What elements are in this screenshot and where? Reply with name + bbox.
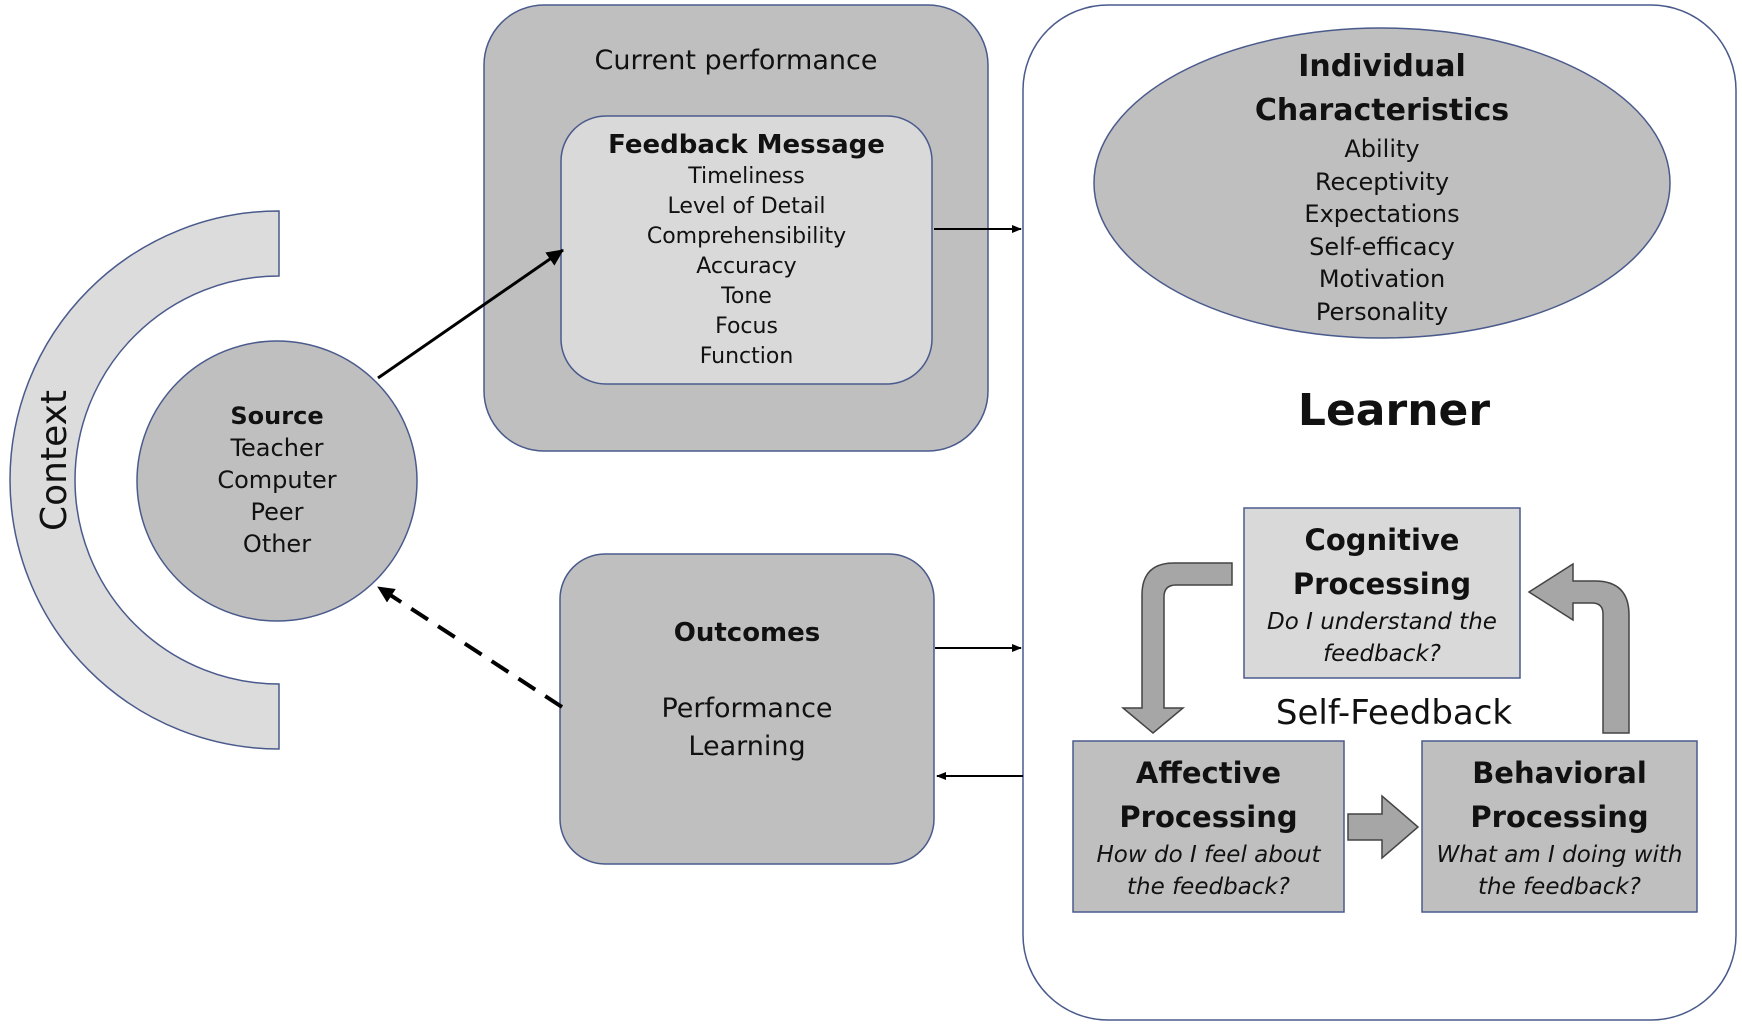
source-item: Computer bbox=[217, 466, 337, 494]
individual-characteristic: Expectations bbox=[1304, 200, 1460, 228]
cognitive-processing-question: Do I understand the bbox=[1267, 609, 1497, 635]
feedback-message-item: Comprehensibility bbox=[646, 224, 847, 249]
outcomes-to-source-dashed-arrow bbox=[376, 585, 564, 709]
source-circle bbox=[136, 340, 418, 622]
individual-characteristics-title: Characteristics bbox=[1254, 93, 1510, 128]
source-title: Source bbox=[230, 402, 324, 430]
cognitive-to-affective-arrow bbox=[1120, 562, 1233, 734]
cognitive-processing-box bbox=[1243, 507, 1521, 679]
cognitive-processing-question: feedback? bbox=[1323, 641, 1441, 667]
source-item: Teacher bbox=[230, 434, 324, 462]
feedback-message-item: Tone bbox=[721, 284, 772, 309]
behavioral-to-cognitive-arrow bbox=[1527, 562, 1630, 734]
cognitive-processing-title: Cognitive bbox=[1304, 523, 1460, 557]
individual-characteristics-ellipse bbox=[1093, 27, 1671, 339]
behavioral-processing-question: the feedback? bbox=[1478, 874, 1641, 900]
context-label: Context bbox=[34, 389, 75, 531]
affective-processing-text: Affective Processing How do I feel about… bbox=[1073, 751, 1344, 903]
affective-processing-title: Affective bbox=[1135, 756, 1282, 790]
feedback-message-item: Focus bbox=[715, 314, 778, 339]
affective-processing-question: the feedback? bbox=[1127, 874, 1290, 900]
feedback-message-item: Timeliness bbox=[688, 164, 805, 189]
self-feedback-label: Self-Feedback bbox=[1275, 693, 1513, 733]
outcomes-item: Performance bbox=[661, 693, 833, 724]
source-to-feedback-arrow bbox=[377, 248, 564, 380]
affective-processing-title: Processing bbox=[1119, 800, 1298, 834]
current-performance-label: Current performance bbox=[594, 45, 878, 76]
individual-characteristic: Self-efficacy bbox=[1309, 232, 1455, 261]
outcomes-title: Outcomes bbox=[673, 618, 821, 648]
individual-characteristic: Motivation bbox=[1318, 265, 1446, 293]
feedback-message-item: Accuracy bbox=[696, 254, 797, 279]
behavioral-processing-question: What am I doing with bbox=[1436, 842, 1683, 868]
behavioral-processing-title: Processing bbox=[1470, 800, 1649, 834]
affective-to-behavioral-arrow bbox=[1347, 794, 1420, 860]
feedback-message-title: Feedback Message bbox=[608, 130, 885, 160]
feedback-message-item: Function bbox=[699, 344, 794, 369]
behavioral-processing-text: Behavioral Processing What am I doing wi… bbox=[1422, 751, 1697, 903]
feedback-message-text: Feedback Message Timeliness Level of Det… bbox=[561, 128, 932, 372]
affective-processing-box bbox=[1072, 740, 1345, 913]
behavioral-processing-title: Behavioral bbox=[1472, 756, 1647, 790]
individual-characteristics-title: Individual bbox=[1298, 49, 1466, 84]
individual-characteristic: Ability bbox=[1344, 135, 1420, 163]
cognitive-processing-text: Cognitive Processing Do I understand the… bbox=[1244, 518, 1520, 670]
learner-title: Learner bbox=[1297, 385, 1491, 436]
cognitive-processing-title: Processing bbox=[1292, 567, 1472, 601]
source-text: Source Teacher Computer Peer Other bbox=[177, 400, 377, 560]
behavioral-processing-box bbox=[1421, 740, 1698, 913]
individual-characteristic: Personality bbox=[1315, 297, 1449, 326]
individual-characteristics-text: Individual Characteristics Ability Recep… bbox=[1132, 45, 1632, 328]
individual-characteristic: Receptivity bbox=[1314, 167, 1450, 196]
outcomes-items: Performance Learning bbox=[560, 690, 934, 766]
feedback-message-item: Level of Detail bbox=[667, 194, 826, 219]
outcomes-box bbox=[559, 553, 935, 865]
context-arc bbox=[9, 210, 280, 750]
outcomes-item: Learning bbox=[688, 731, 806, 762]
source-item: Peer bbox=[250, 498, 304, 526]
affective-processing-question: How do I feel about bbox=[1096, 842, 1321, 868]
source-item: Other bbox=[242, 530, 312, 558]
